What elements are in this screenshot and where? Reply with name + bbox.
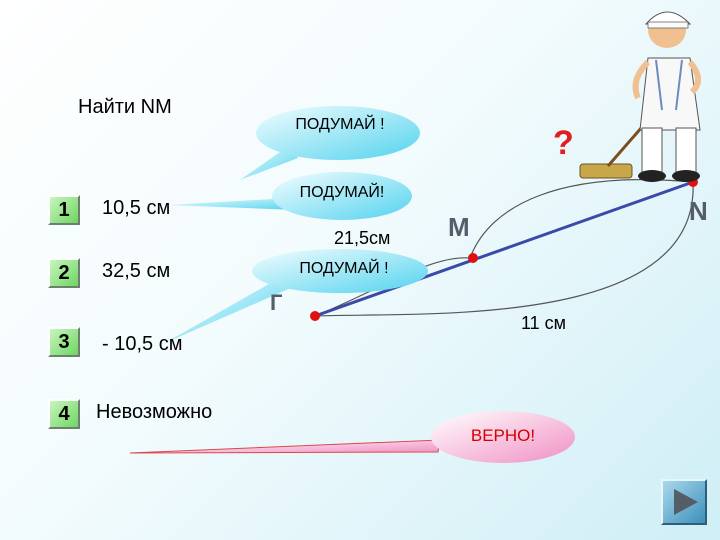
point-g-dot [310, 311, 320, 321]
point-n-label: N [689, 196, 708, 226]
answer-button-4[interactable]: 4 [48, 399, 80, 429]
arc-m-to-n [469, 179, 694, 259]
point-m-dot [468, 253, 478, 263]
question-mark: ? [553, 124, 574, 162]
answer-text-2[interactable]: 32,5 см [102, 260, 171, 282]
answer-text-4[interactable]: Невозможно [96, 401, 213, 423]
bubble-think-1[interactable] [256, 106, 420, 160]
next-slide-button[interactable] [661, 479, 707, 525]
answer-text-3[interactable]: - 10,5 см [102, 333, 183, 355]
answer-button-3[interactable]: 3 [48, 327, 80, 357]
answer-button-1[interactable]: 1 [48, 195, 80, 225]
bubble-think-2[interactable] [272, 172, 412, 220]
bubble-think-2-text: ПОДУМАЙ! [299, 184, 385, 201]
line-g-n [314, 180, 694, 318]
sweeper-worker-icon [579, 11, 701, 182]
play-triangle-icon [674, 489, 698, 515]
arc-g-to-n [314, 181, 694, 317]
answer-text-1[interactable]: 10,5 см [102, 197, 171, 219]
point-m-label: М [448, 212, 470, 242]
bubble-2-tail [168, 198, 296, 210]
bubble-3-tail [165, 272, 300, 343]
task-title: Найти NМ [78, 96, 172, 118]
distance-gm-label: 11 см [521, 313, 567, 333]
bubble-think-3-text: ПОДУМАЙ ! [299, 260, 389, 277]
bubble-think-3[interactable] [252, 249, 428, 293]
bubble-correct-text: ВЕРНО! [470, 426, 536, 445]
correct-bubble-tail [129, 439, 441, 454]
point-g-label: Г [270, 290, 283, 315]
distance-gn-label: 21,5см [334, 228, 391, 248]
answer-button-2[interactable]: 2 [48, 258, 80, 288]
bubble-1-tail [240, 145, 298, 180]
bubble-correct[interactable] [431, 411, 575, 463]
bubble-think-1-text: ПОДУМАЙ ! [295, 116, 385, 133]
